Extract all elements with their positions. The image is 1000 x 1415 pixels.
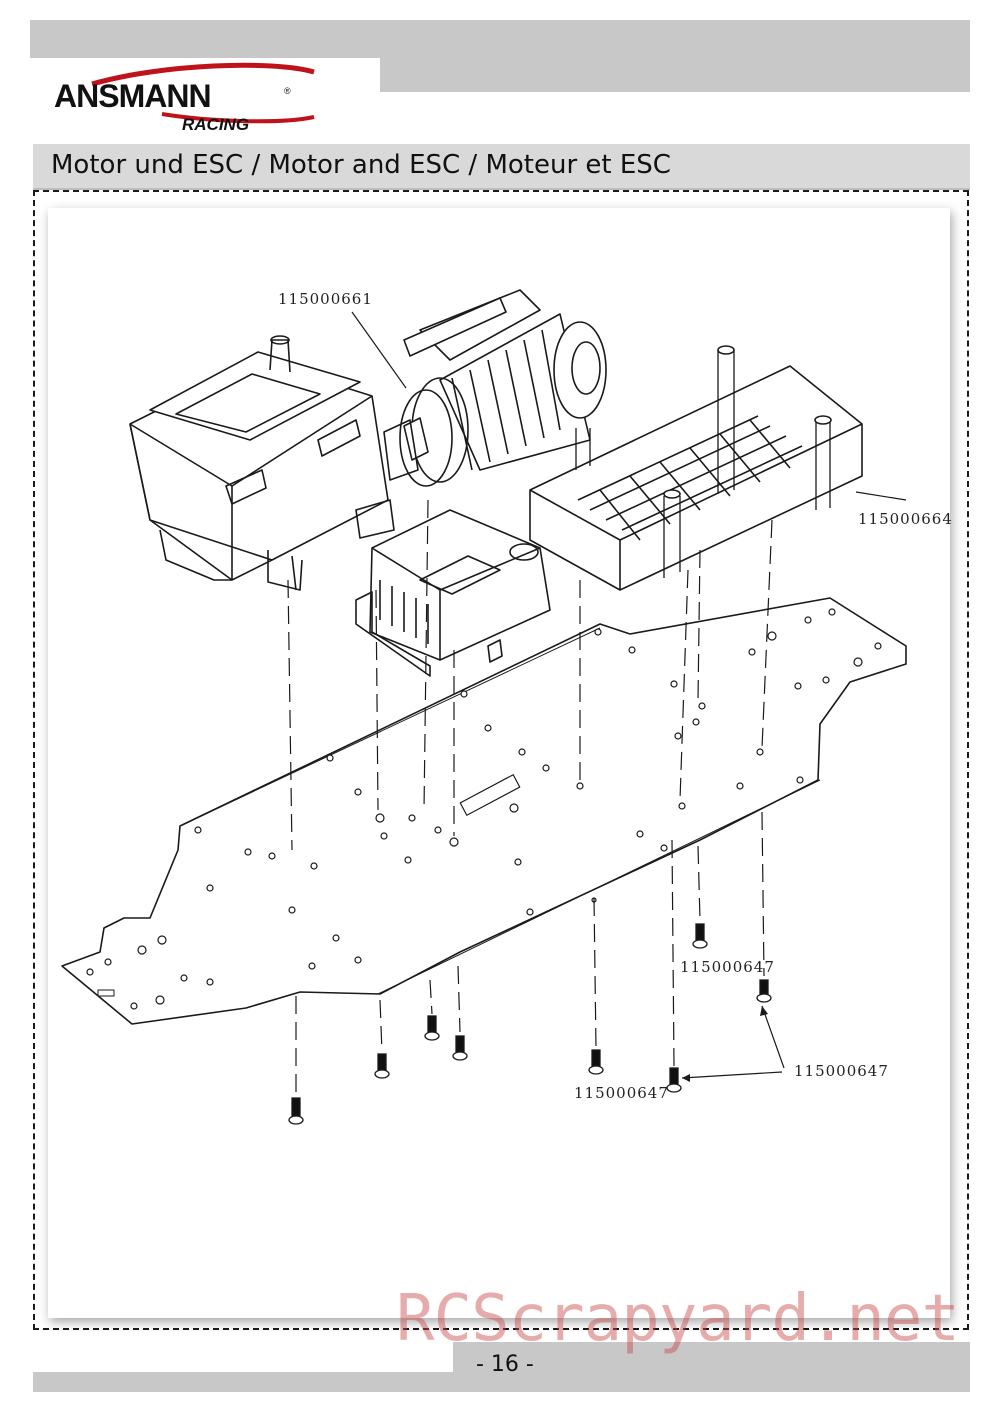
motor-drawing xyxy=(355,289,607,539)
screw-3 xyxy=(424,1015,440,1041)
screw-7 xyxy=(692,923,708,949)
logo-racing-text: RACING xyxy=(182,115,249,134)
screw-4 xyxy=(452,1035,468,1061)
section-title-band: Motor und ESC / Motor and ESC / Moteur e… xyxy=(33,144,970,190)
part-number-battery-box: 115000664 xyxy=(858,510,953,528)
footer-bar-notch xyxy=(33,1342,453,1372)
screw-5 xyxy=(588,1049,604,1075)
watermark: RCScrapyard.net xyxy=(396,1282,960,1356)
receiver-box-drawing xyxy=(129,335,389,591)
screw-8 xyxy=(756,979,772,1003)
esc-drawing xyxy=(355,509,551,677)
svg-text:®: ® xyxy=(284,86,291,96)
logo-brand-text: ANSMANN xyxy=(54,78,211,114)
screw-6 xyxy=(666,1067,682,1093)
part-number-screw-c: 115000647 xyxy=(574,1084,669,1102)
section-title: Motor und ESC / Motor and ESC / Moteur e… xyxy=(51,150,671,180)
ansmann-racing-logo: ANSMANN RACING ® xyxy=(54,62,315,134)
screw-1 xyxy=(288,1097,304,1125)
battery-box-drawing xyxy=(529,345,863,591)
screws xyxy=(288,923,772,1125)
part-number-screw-b: 115000647 xyxy=(794,1062,889,1080)
part-number-motor-mount: 115000661 xyxy=(278,290,373,308)
chassis-plate xyxy=(61,597,907,1025)
screw-2 xyxy=(374,1053,390,1079)
part-number-screw-a: 115000647 xyxy=(680,958,775,976)
page-number: - 16 - xyxy=(476,1352,534,1377)
page-frame xyxy=(33,190,969,1330)
